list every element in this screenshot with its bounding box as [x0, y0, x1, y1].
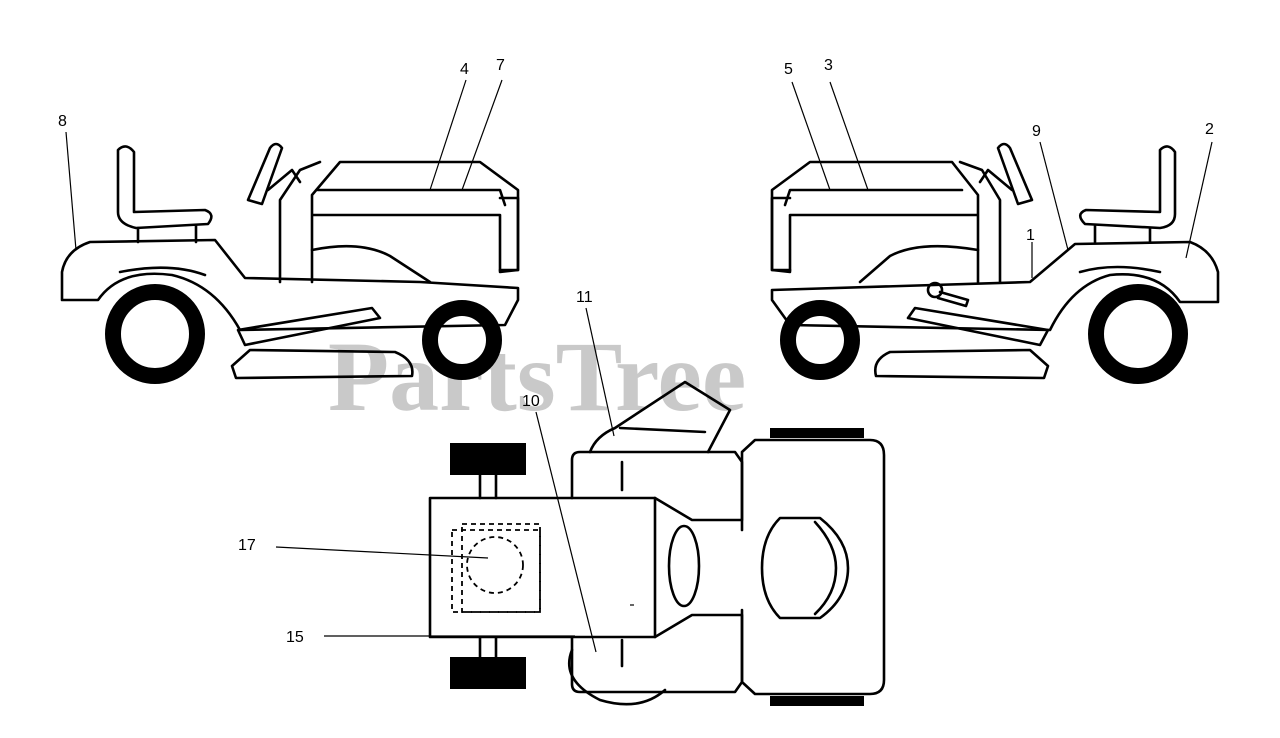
tractor-top-view: [428, 380, 886, 706]
callout-1: 1: [1026, 227, 1035, 244]
tractor-left-side-view: [60, 142, 520, 384]
callout-15: 15: [286, 629, 304, 646]
callout-10: 10: [522, 393, 540, 410]
callout-11: 11: [576, 289, 593, 306]
callout-labels: 4 7 8 5 3 9 2 1 11 10 17 15: [58, 57, 1214, 646]
callout-2: 2: [1205, 121, 1214, 138]
callout-4: 4: [460, 61, 469, 78]
callout-9: 9: [1032, 123, 1041, 140]
callout-8: 8: [58, 113, 67, 130]
callout-leaders: [65, 79, 1213, 653]
tractor-right-side-view: [770, 142, 1220, 384]
callout-5: 5: [784, 61, 793, 78]
callout-7: 7: [496, 57, 505, 74]
callout-17: 17: [238, 537, 256, 554]
callout-3: 3: [824, 57, 833, 74]
